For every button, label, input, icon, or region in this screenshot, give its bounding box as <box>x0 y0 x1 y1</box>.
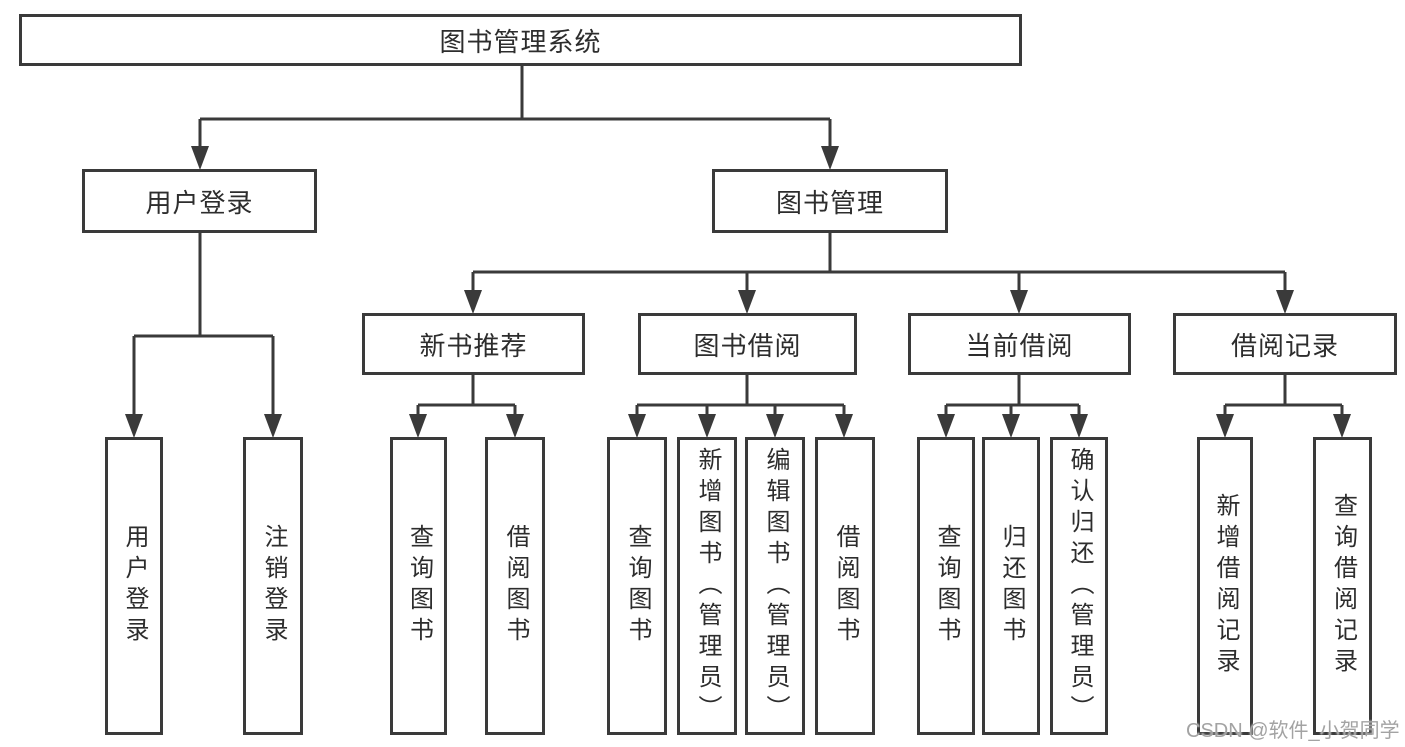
leaf-return-books: 归还图书 <box>982 437 1040 735</box>
leaf-label: 归还图书 <box>998 524 1025 648</box>
node-label: 图书管理系统 <box>439 26 602 57</box>
leaf-label: 注销登录 <box>260 524 287 648</box>
leaf-query-borrow-record: 查询借阅记录 <box>1313 437 1372 735</box>
leaf-add-borrow-record: 新增借阅记录 <box>1197 437 1253 735</box>
leaf-label: 新增借阅记录 <box>1212 493 1239 679</box>
node-current-borrowing: 当前借阅 <box>908 313 1131 375</box>
leaf-label: 借阅图书 <box>832 524 859 648</box>
node-label: 图书管理 <box>775 187 884 218</box>
leaf-label: 查询借阅记录 <box>1329 493 1357 679</box>
leaf-label: 查询图书 <box>405 524 433 648</box>
leaf-label: 确认归还（管理员） <box>1066 446 1093 726</box>
node-new-book-recommendation: 新书推荐 <box>362 313 585 375</box>
leaf-query-books: 查询图书 <box>390 437 447 735</box>
leaf-label: 查询图书 <box>624 524 651 648</box>
node-borrowing-records: 借阅记录 <box>1173 313 1397 375</box>
node-user-login: 用户登录 <box>82 169 317 233</box>
csdn-watermark: CSDN @软件_小贺同学 <box>1186 720 1400 742</box>
node-label: 借阅记录 <box>1230 330 1339 361</box>
leaf-query-books: 查询图书 <box>917 437 975 735</box>
leaf-label: 新增图书（管理员） <box>694 446 721 726</box>
leaf-label: 查询图书 <box>933 524 960 648</box>
node-book-management: 图书管理 <box>712 169 948 233</box>
leaf-label: 编辑图书（管理员） <box>762 446 789 726</box>
leaf-borrow-books: 借阅图书 <box>485 437 545 735</box>
leaf-confirm-return-admin: 确认归还（管理员） <box>1050 437 1108 735</box>
leaf-query-books: 查询图书 <box>607 437 667 735</box>
node-label: 图书借阅 <box>693 330 802 361</box>
node-book-borrowing: 图书借阅 <box>638 313 857 375</box>
node-label: 新书推荐 <box>419 330 528 361</box>
leaf-label: 用户登录 <box>121 524 148 648</box>
node-label: 用户登录 <box>145 187 254 218</box>
leaf-user-login: 用户登录 <box>105 437 163 735</box>
leaf-logout: 注销登录 <box>243 437 303 735</box>
node-label: 当前借阅 <box>965 330 1074 361</box>
leaf-add-books-admin: 新增图书（管理员） <box>677 437 737 735</box>
leaf-label: 借阅图书 <box>502 524 529 648</box>
leaf-edit-books-admin: 编辑图书（管理员） <box>745 437 805 735</box>
leaf-borrow-books: 借阅图书 <box>815 437 875 735</box>
node-library-management-system: 图书管理系统 <box>19 14 1022 66</box>
arrowheads <box>125 146 1351 438</box>
